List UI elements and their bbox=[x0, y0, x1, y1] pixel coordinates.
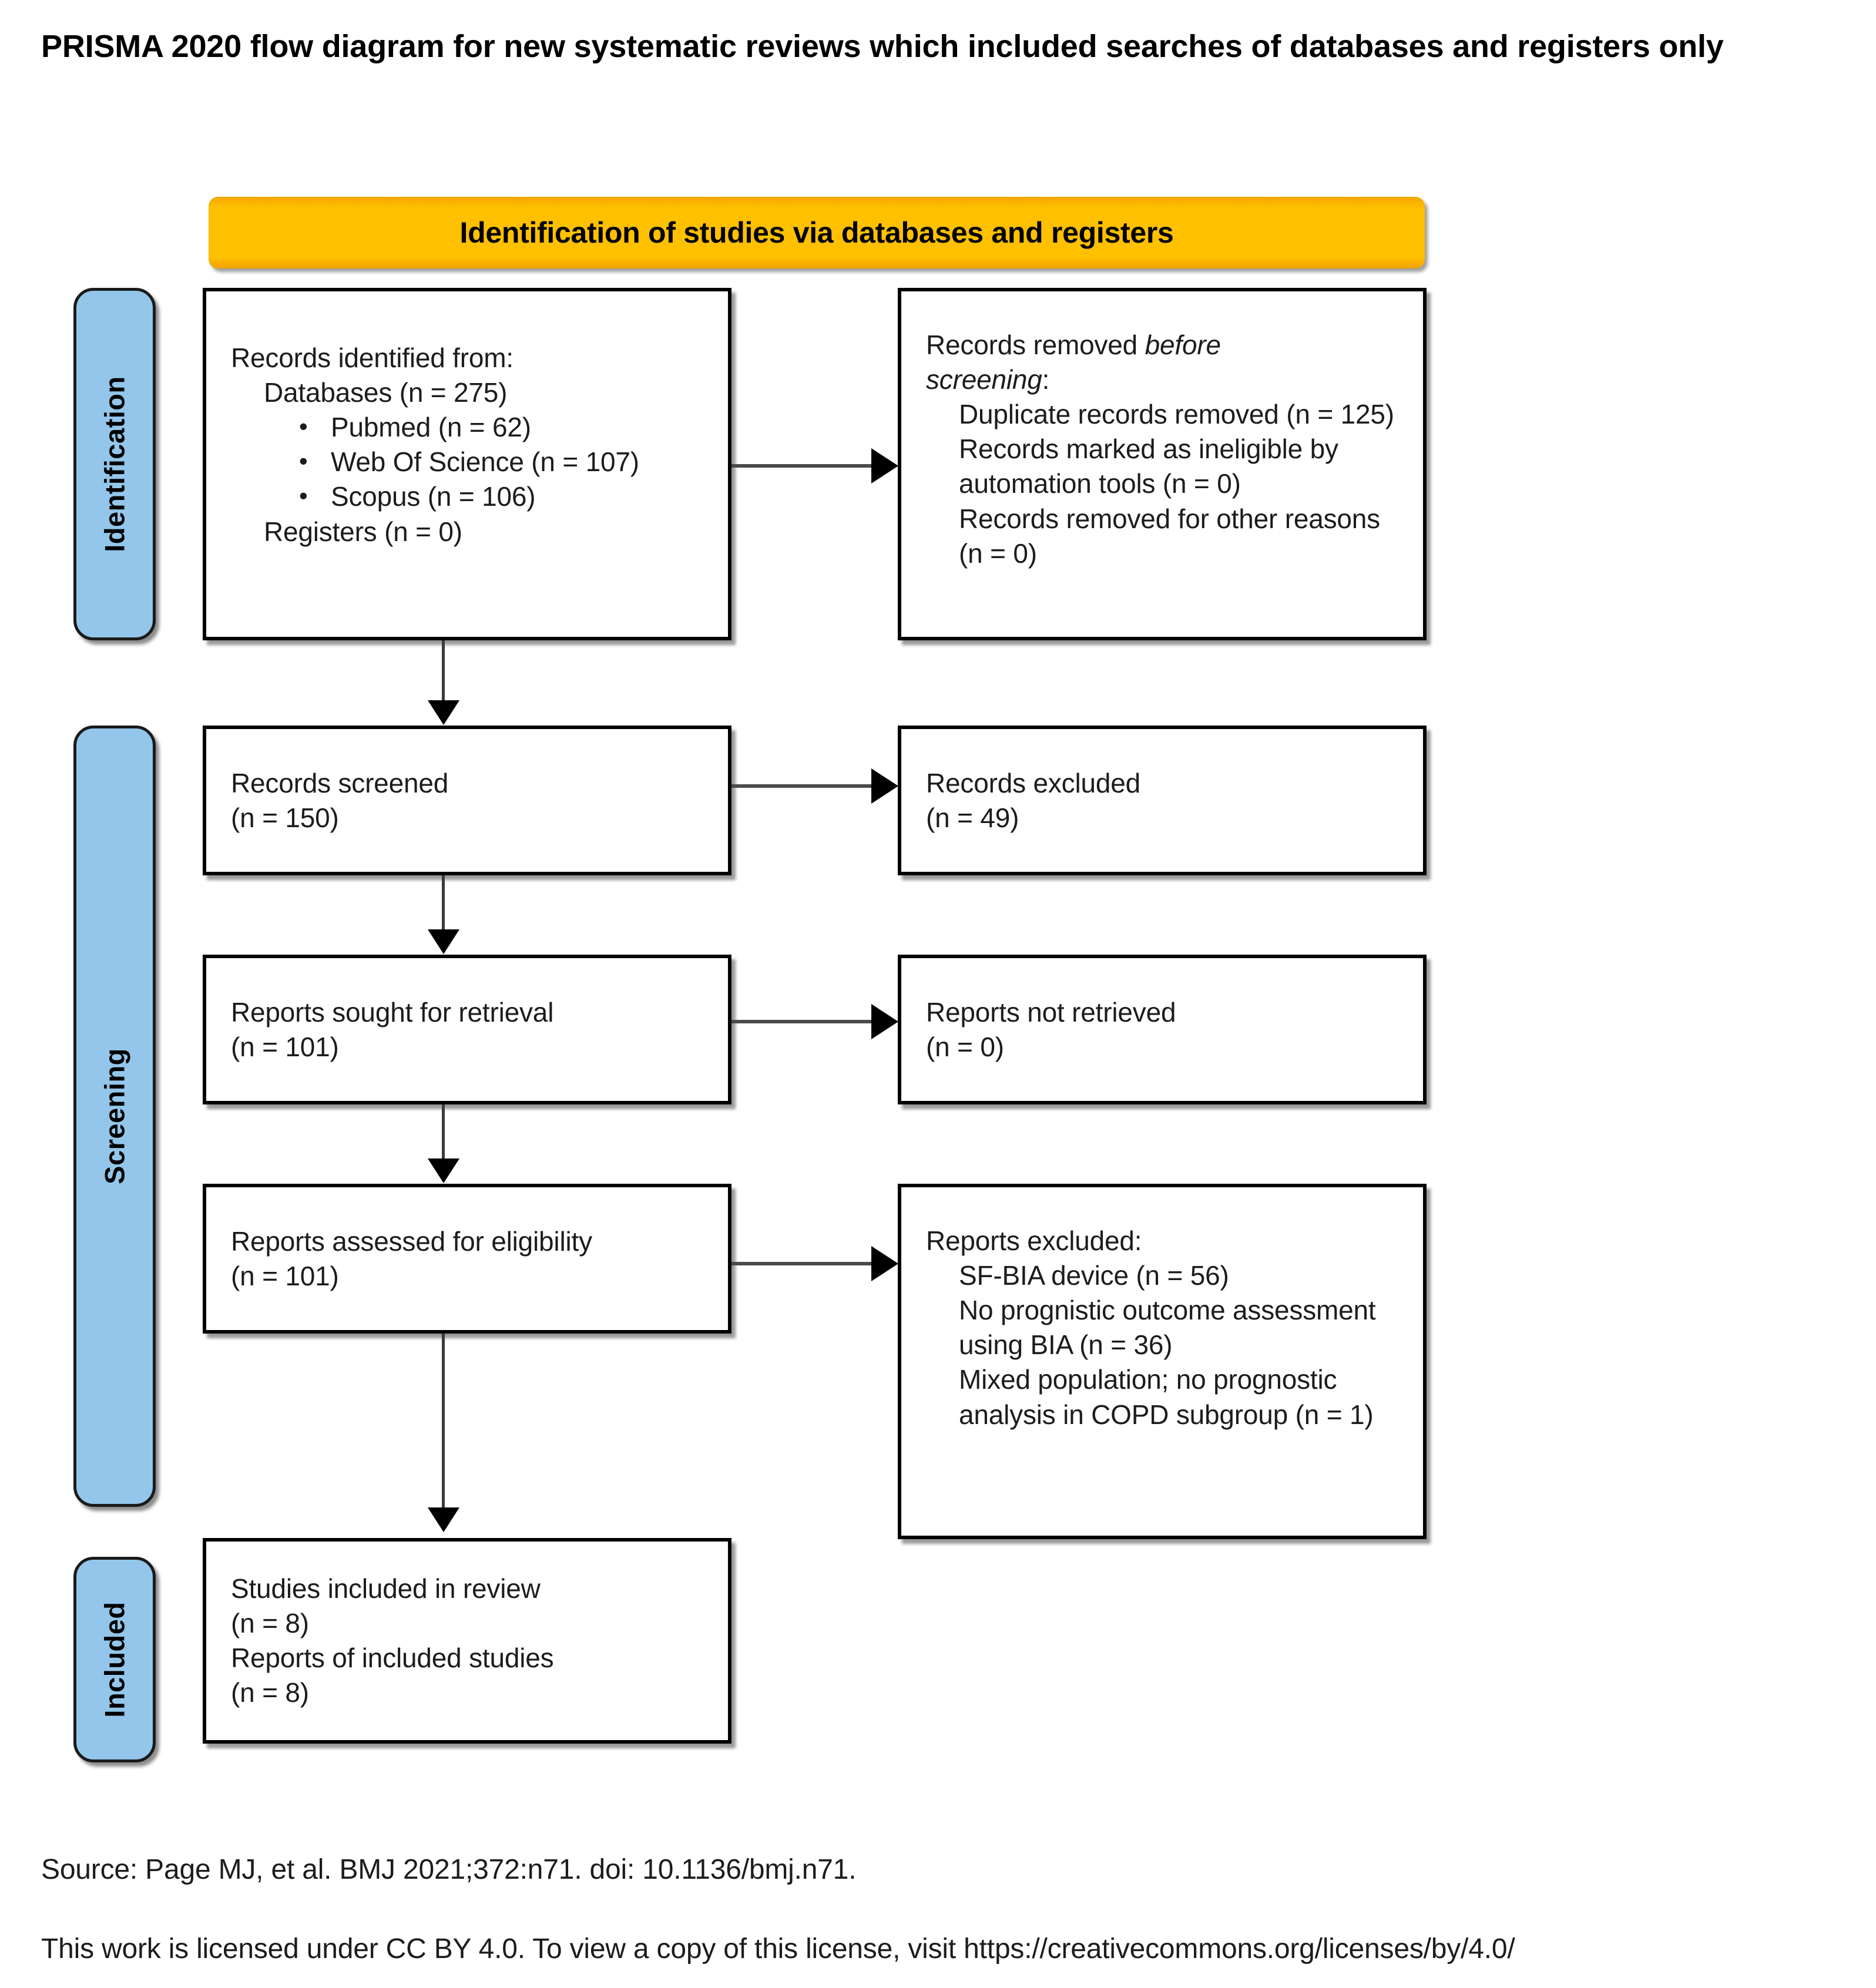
records-removed-content: Records removed before screening: Duplic… bbox=[926, 328, 1411, 571]
reports-assessed-line1: Reports assessed for eligibility bbox=[231, 1225, 592, 1257]
page-title: PRISMA 2020 flow diagram for new systema… bbox=[41, 29, 1724, 64]
records-removed-item-ineligible: Records marked as ineligible by automati… bbox=[959, 434, 1338, 499]
list-item: Web Of Science (n = 107) bbox=[231, 445, 716, 479]
records-removed-item-other: Records removed for other reasons (n = 0… bbox=[959, 503, 1380, 569]
records-removed-screening-italic: screening bbox=[926, 364, 1042, 395]
records-identified-bullet-list: Pubmed (n = 62) Web Of Science (n = 107)… bbox=[231, 410, 716, 514]
arrow-identified-to-removed-head bbox=[871, 448, 898, 483]
box-studies-included: Studies included in review (n = 8) Repor… bbox=[203, 1538, 731, 1744]
reports-sought-line2: (n = 101) bbox=[231, 1031, 339, 1062]
identification-header-bar: Identification of studies via databases … bbox=[209, 197, 1425, 268]
arrow-sought-to-assessed-head bbox=[428, 1158, 459, 1183]
records-removed-line1-text: Records removed bbox=[926, 330, 1145, 360]
phase-label-identification: Identification bbox=[99, 376, 130, 552]
list-item: Scopus (n = 106) bbox=[231, 479, 716, 514]
arrow-identified-to-removed-line bbox=[731, 464, 871, 468]
box-records-removed-before-screening: Records removed before screening: Duplic… bbox=[898, 288, 1427, 640]
reports-assessed-line2: (n = 101) bbox=[231, 1260, 339, 1291]
arrow-screened-to-excluded-head bbox=[871, 768, 898, 804]
footer-source: Source: Page MJ, et al. BMJ 2021;372:n71… bbox=[41, 1854, 857, 1885]
identification-header-label: Identification of studies via databases … bbox=[459, 216, 1174, 249]
arrow-identified-to-screened-line bbox=[442, 640, 445, 705]
records-removed-item-duplicate: Duplicate records removed (n = 125) bbox=[959, 399, 1394, 430]
box-reports-not-retrieved: Reports not retrieved (n = 0) bbox=[898, 955, 1427, 1104]
list-item: Pubmed (n = 62) bbox=[231, 410, 716, 445]
records-screened-content: Records screened (n = 150) bbox=[231, 765, 716, 835]
arrow-screened-to-sought-head bbox=[428, 929, 459, 954]
box-records-identified: Records identified from: Databases (n = … bbox=[203, 288, 731, 640]
phase-label-screening: Screening bbox=[99, 1048, 130, 1184]
phase-label-included: Included bbox=[99, 1601, 130, 1718]
arrow-identified-to-screened-head bbox=[428, 700, 459, 725]
reports-sought-line1: Reports sought for retrieval bbox=[231, 996, 554, 1027]
reports-excluded-item-mixed-population: Mixed population; no prognostic analysis… bbox=[959, 1364, 1374, 1430]
arrow-assessed-to-excluded-line bbox=[731, 1262, 871, 1265]
arrow-assessed-to-included-line bbox=[442, 1334, 445, 1510]
records-excluded-content: Records excluded (n = 49) bbox=[926, 765, 1411, 835]
records-screened-line1: Records screened bbox=[231, 767, 449, 798]
phase-sidebar-included: Included bbox=[73, 1557, 156, 1762]
reports-sought-content: Reports sought for retrieval (n = 101) bbox=[231, 995, 716, 1064]
records-excluded-line1: Records excluded bbox=[926, 767, 1141, 798]
records-identified-line1: Records identified from: bbox=[231, 342, 514, 373]
arrow-assessed-to-included-head bbox=[428, 1507, 459, 1532]
reports-excluded-item-no-prognostic: No prognistic outcome assessment using B… bbox=[959, 1295, 1376, 1361]
reports-assessed-content: Reports assessed for eligibility (n = 10… bbox=[231, 1224, 716, 1293]
records-excluded-line2: (n = 49) bbox=[926, 802, 1019, 833]
reports-not-retrieved-line1: Reports not retrieved bbox=[926, 996, 1176, 1027]
reports-excluded-content: Reports excluded: SF-BIA device (n = 56)… bbox=[926, 1224, 1411, 1432]
records-removed-line2: screening: bbox=[926, 362, 1411, 397]
records-removed-colon: : bbox=[1042, 364, 1050, 395]
arrow-screened-to-sought-line bbox=[442, 875, 445, 934]
box-reports-excluded: Reports excluded: SF-BIA device (n = 56)… bbox=[898, 1184, 1427, 1539]
reports-not-retrieved-line2: (n = 0) bbox=[926, 1031, 1004, 1062]
studies-included-line2: (n = 8) bbox=[231, 1607, 309, 1638]
arrow-sought-to-assessed-line bbox=[442, 1104, 445, 1163]
arrow-sought-to-not-retrieved-head bbox=[871, 1004, 898, 1039]
studies-included-line1: Studies included in review bbox=[231, 1573, 541, 1604]
records-screened-line2: (n = 150) bbox=[231, 802, 339, 833]
phase-sidebar-identification: Identification bbox=[73, 288, 156, 640]
reports-excluded-item-sfbia: SF-BIA device (n = 56) bbox=[959, 1260, 1229, 1291]
phase-sidebar-screening: Screening bbox=[73, 726, 156, 1507]
studies-included-line4: (n = 8) bbox=[231, 1677, 309, 1708]
arrow-screened-to-excluded-line bbox=[731, 784, 871, 788]
box-reports-assessed-for-eligibility: Reports assessed for eligibility (n = 10… bbox=[203, 1184, 731, 1334]
arrow-assessed-to-excluded-head bbox=[871, 1246, 898, 1281]
records-removed-line1: Records removed before bbox=[926, 328, 1411, 362]
box-records-excluded: Records excluded (n = 49) bbox=[898, 726, 1427, 875]
records-identified-line3: Registers (n = 0) bbox=[264, 516, 462, 547]
records-removed-before-italic: before bbox=[1145, 330, 1221, 360]
records-identified-line2: Databases (n = 275) bbox=[264, 377, 508, 408]
box-records-screened: Records screened (n = 150) bbox=[203, 726, 731, 875]
box-reports-sought-for-retrieval: Reports sought for retrieval (n = 101) bbox=[203, 955, 731, 1104]
records-identified-content: Records identified from: Databases (n = … bbox=[231, 341, 716, 549]
arrow-sought-to-not-retrieved-line bbox=[731, 1020, 871, 1023]
reports-not-retrieved-content: Reports not retrieved (n = 0) bbox=[926, 995, 1411, 1064]
studies-included-content: Studies included in review (n = 8) Repor… bbox=[231, 1571, 716, 1710]
studies-included-line3: Reports of included studies bbox=[231, 1643, 554, 1673]
reports-excluded-line1: Reports excluded: bbox=[926, 1225, 1142, 1256]
footer-license: This work is licensed under CC BY 4.0. T… bbox=[41, 1933, 1515, 1965]
